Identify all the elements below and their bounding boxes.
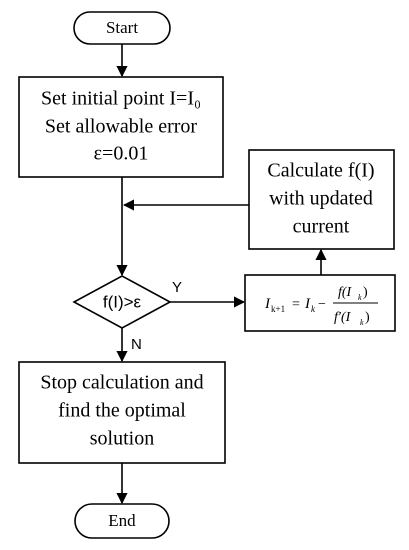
calc-line-3: current <box>293 216 350 238</box>
formula-lhs-sub: k+1 <box>271 304 285 314</box>
calc-line-2: with updated <box>269 188 373 210</box>
init-node <box>18 76 224 178</box>
no-label: N <box>131 336 142 353</box>
formula-lhs: I <box>264 296 271 312</box>
stop-line-3: solution <box>90 428 154 450</box>
end-node <box>74 503 170 539</box>
formula-denominator-sub: k <box>360 318 364 327</box>
update-formula: I k+1 = I k − f(I k ) f′(I k ) <box>264 285 378 327</box>
formula-eq: = <box>292 297 300 312</box>
formula-rhs-sub: k <box>311 304 316 314</box>
init-line-1: Set initial point I=I₀ <box>41 88 201 110</box>
formula-denominator: f′(I <box>334 310 352 325</box>
formula-numerator-sub: k <box>358 293 362 302</box>
decision-label: f(I)>ε <box>103 292 142 311</box>
stop-line-2: find the optimal <box>58 400 186 422</box>
formula-numerator-close: ) <box>363 285 368 300</box>
end-label: End <box>108 511 136 530</box>
yes-label: Y <box>172 279 182 296</box>
calc-line-1: Calculate f(I) <box>267 160 374 182</box>
init-line-2: Set allowable error <box>45 116 197 138</box>
formula-rhs-term: I <box>304 296 311 312</box>
init-line-3: ε=0.01 <box>94 143 149 165</box>
formula-minus: − <box>318 297 326 312</box>
formula-denominator-close: ) <box>365 310 370 325</box>
stop-line-1: Stop calculation and <box>40 372 203 394</box>
formula-numerator: f(I <box>338 285 353 300</box>
start-label: Start <box>106 18 138 37</box>
